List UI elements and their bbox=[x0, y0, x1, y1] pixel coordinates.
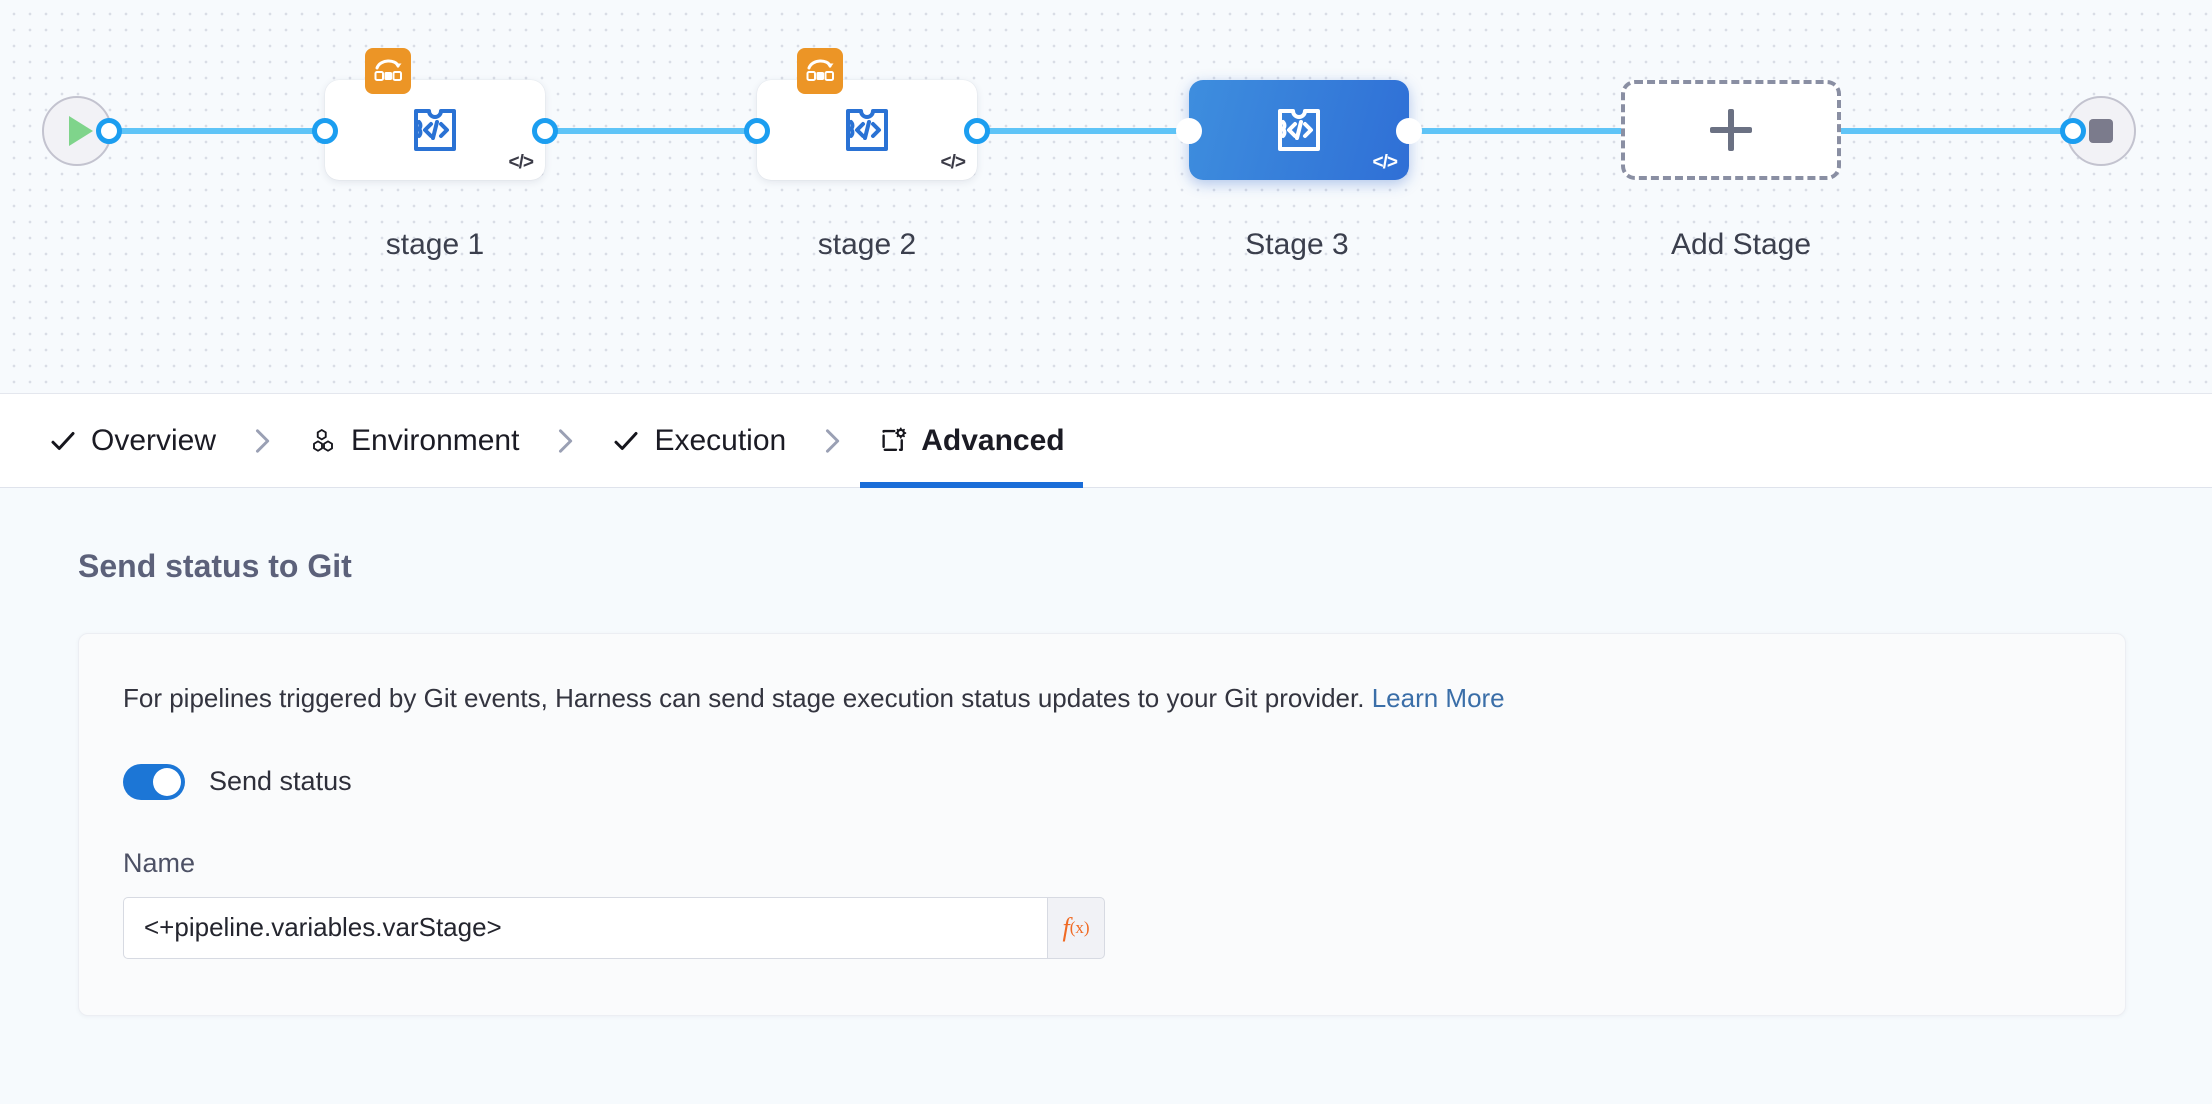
send-status-toggle-row: Send status bbox=[123, 763, 2081, 800]
stage-node-1[interactable]: </> bbox=[325, 48, 545, 180]
connector-stage2-to-stage3 bbox=[972, 128, 1202, 134]
send-status-toggle-label: Send status bbox=[209, 766, 352, 797]
tab-separator-chevron-3 bbox=[804, 424, 860, 458]
stage-label-1: stage 1 bbox=[385, 228, 485, 261]
check-icon bbox=[51, 431, 75, 450]
tab-environment-label: Environment bbox=[351, 423, 520, 457]
advanced-panel: Send status to Git For pipelines trigger… bbox=[0, 488, 2212, 1104]
card-description: For pipelines triggered by Git events, H… bbox=[123, 682, 2081, 716]
tab-execution-label: Execution bbox=[654, 423, 787, 457]
send-status-to-git-card: For pipelines triggered by Git events, H… bbox=[78, 633, 2126, 1016]
chevron-right-icon bbox=[256, 428, 270, 453]
add-stage-label: Add Stage bbox=[1670, 228, 1812, 261]
tab-environment[interactable]: Environment bbox=[290, 394, 537, 488]
toggle-knob bbox=[153, 767, 181, 796]
tab-separator-chevron-1 bbox=[234, 424, 290, 458]
stage-3-port-in[interactable] bbox=[1176, 118, 1202, 144]
plus-icon bbox=[1710, 109, 1752, 151]
connector-stage3-to-add bbox=[1404, 128, 1634, 134]
stage-node-2[interactable]: </> bbox=[757, 48, 977, 180]
stage-2-port-in[interactable] bbox=[744, 118, 770, 144]
fx-label: f bbox=[1062, 912, 1070, 942]
stage-code-badge: </> bbox=[508, 152, 535, 173]
environment-icon bbox=[313, 428, 333, 452]
chevron-right-icon bbox=[559, 428, 573, 453]
page-title: Send status to Git bbox=[78, 548, 352, 584]
send-status-toggle[interactable] bbox=[123, 763, 185, 800]
end-node-port[interactable] bbox=[2060, 118, 2086, 144]
tab-advanced-label: Advanced bbox=[921, 423, 1065, 457]
matrix-strategy-icon bbox=[797, 48, 843, 94]
stage-label-3: Stage 3 bbox=[1245, 228, 1349, 261]
stage-code-badge: </> bbox=[1372, 152, 1399, 173]
tab-separator-chevron-2 bbox=[537, 424, 593, 458]
stage-2-port-out[interactable] bbox=[964, 118, 990, 144]
custom-stage-icon bbox=[1278, 109, 1320, 151]
connector-stage1-to-stage2 bbox=[540, 128, 770, 134]
name-input-group: f(x) bbox=[123, 896, 1105, 959]
card-description-text: For pipelines triggered by Git events, H… bbox=[123, 683, 1372, 713]
connector-start-to-stage1 bbox=[108, 128, 338, 134]
tab-overview-label: Overview bbox=[91, 423, 217, 457]
name-field-label: Name bbox=[123, 847, 196, 878]
stage-label-2: stage 2 bbox=[817, 228, 917, 261]
fx-sub: (x) bbox=[1069, 917, 1090, 937]
expression-toggle-button[interactable]: f(x) bbox=[1047, 896, 1105, 959]
add-stage-button[interactable] bbox=[1621, 80, 1841, 180]
learn-more-link[interactable]: Learn More bbox=[1371, 683, 1505, 713]
chevron-right-icon bbox=[826, 428, 840, 453]
start-node-port[interactable] bbox=[96, 118, 122, 144]
stage-code-badge: </> bbox=[940, 152, 967, 173]
stage-node-3[interactable]: </> bbox=[1189, 80, 1409, 180]
advanced-gear-icon bbox=[882, 426, 907, 451]
stop-icon bbox=[2089, 119, 2113, 143]
name-input[interactable] bbox=[123, 896, 1047, 959]
tab-overview[interactable]: Overview bbox=[30, 394, 234, 488]
pipeline-canvas[interactable]: </> stage 1 </> stage 2 bbox=[0, 0, 2212, 394]
matrix-strategy-icon bbox=[365, 48, 411, 94]
tab-execution[interactable]: Execution bbox=[593, 394, 804, 488]
check-icon bbox=[614, 431, 638, 450]
connector-add-to-end bbox=[1836, 128, 2076, 134]
play-icon bbox=[69, 116, 93, 146]
stage-1-port-out[interactable] bbox=[532, 118, 558, 144]
stage-1-port-in[interactable] bbox=[312, 118, 338, 144]
stage-3-port-out[interactable] bbox=[1396, 118, 1422, 144]
custom-stage-icon bbox=[414, 109, 456, 151]
stage-config-tabbar: Overview Environment Execution bbox=[0, 394, 2212, 488]
custom-stage-icon bbox=[846, 109, 888, 151]
tab-advanced[interactable]: Advanced bbox=[860, 394, 1083, 488]
pipeline-end-node[interactable] bbox=[2066, 96, 2136, 166]
